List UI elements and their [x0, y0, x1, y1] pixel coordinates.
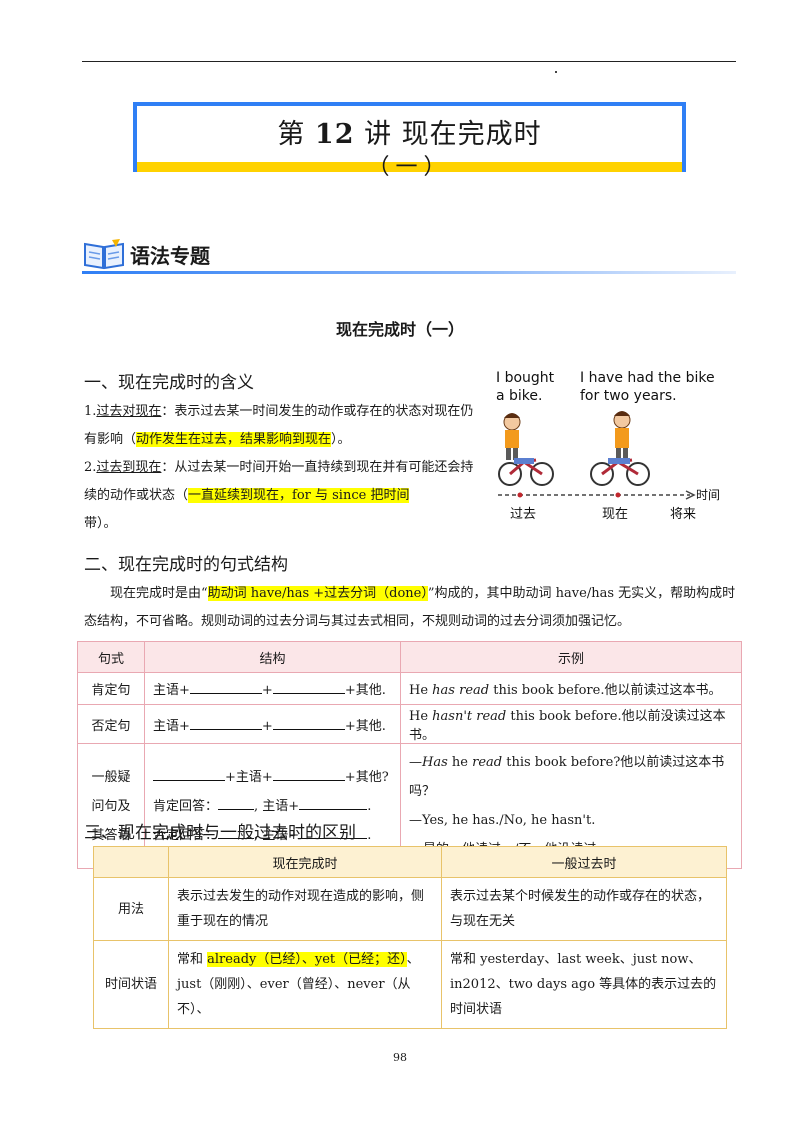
- lesson-title-box: 第 12 讲 现在完成时 （一）: [133, 102, 686, 180]
- open-book-icon: [82, 238, 126, 274]
- table-header: 示例: [400, 641, 742, 673]
- timeline-illustration: I bought a bike. I have had the bike for…: [490, 362, 740, 532]
- table-header: 现在完成时: [168, 846, 442, 878]
- comparison-table: 现在完成时 一般过去时 用法 表示过去发生的动作对现在造成的影响，侧重于现在的情…: [93, 846, 727, 1029]
- header-rule: [82, 61, 736, 62]
- bubble2-line1: I have had the bike: [580, 370, 715, 386]
- section3-heading: 三、现在完成时与一般过去时的区别: [84, 823, 356, 843]
- axis-label: 时间: [696, 488, 720, 502]
- topic-heading: 现在完成时（一）: [335, 320, 464, 339]
- label-future: 将来: [670, 507, 696, 522]
- stray-dot: [555, 71, 557, 73]
- structure-table: 句式 结构 示例 肯定句 主语+++其他. He has read this b…: [77, 641, 742, 869]
- lesson-title: 第 12 讲 现在完成时: [277, 119, 542, 150]
- section-banner-label: 语法专题: [130, 244, 210, 268]
- table-row: 否定句 主语+++其他. He hasn't read this book be…: [77, 704, 742, 744]
- table-header: 结构: [144, 641, 401, 673]
- section2-heading: 二、现在完成时的句式结构: [84, 555, 288, 575]
- table-row: 用法 表示过去发生的动作对现在造成的影响，侧重于现在的情况 表示过去某个时候发生…: [93, 877, 727, 941]
- label-now: 现在: [602, 507, 628, 522]
- boy-bike-icon-1: [498, 413, 554, 486]
- section1-body: 1.过去对现在：表示过去某一时间发生的动作或存在的状态对现在仍有影响（动作发生在…: [84, 404, 474, 531]
- table-row: 肯定句 主语+++其他. He has read this book befor…: [77, 672, 742, 705]
- section1-heading: 一、现在完成时的含义: [84, 373, 254, 393]
- table-header: [93, 846, 169, 878]
- table-header: 一般过去时: [441, 846, 727, 878]
- table-row: 一般疑问句及其答语 +主语++其他? 肯定回答：, 主语+. 否定回答：, 主语…: [77, 743, 742, 869]
- boy-bike-icon-2: [590, 411, 650, 486]
- bubble1-line1: I bought: [496, 370, 555, 386]
- banner-rule: [82, 271, 736, 274]
- lesson-subtitle: （一）: [367, 155, 452, 180]
- table-row: 时间状语 常和 already（已经）、yet（已经；还）、just（刚刚）、e…: [93, 940, 727, 1029]
- label-past: 过去: [510, 507, 536, 522]
- bubble1-line2: a bike.: [496, 388, 542, 404]
- section2-body: 现在完成时是由“助动词 have/has +过去分词（done）”构成的，其中助…: [84, 586, 736, 629]
- table-header: 句式: [77, 641, 145, 673]
- bubble2-line2: for two years.: [580, 388, 677, 404]
- page-number: 98: [393, 1051, 407, 1064]
